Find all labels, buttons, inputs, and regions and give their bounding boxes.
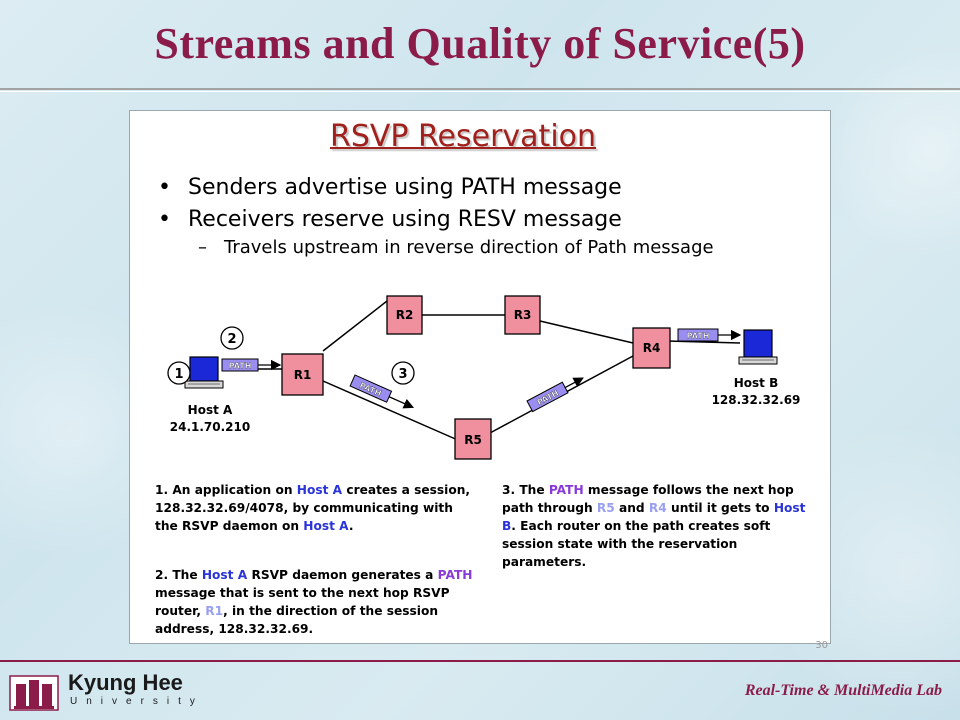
step-badge: 1: [167, 361, 191, 385]
router-r3: R3: [504, 295, 541, 335]
university-crest-icon: [9, 675, 59, 711]
title-divider-highlight: [0, 91, 960, 92]
step-2-caption: 2. The Host A RSVP daemon generates a PA…: [155, 568, 473, 636]
svg-text:3: 3: [398, 367, 407, 382]
bullet-dot-icon: •: [158, 207, 171, 232]
router-label: R4: [643, 341, 661, 355]
step-3-caption: 3. The PATH message follows the next hop…: [502, 483, 806, 569]
rsvp-heading: RSVP Reservation: [330, 119, 597, 154]
router-label: R1: [294, 368, 312, 382]
step-badge: 2: [220, 326, 244, 350]
host-b-label: Host B: [734, 376, 779, 390]
logo-subtitle: University: [70, 696, 204, 707]
path-message-hosta: PATH: [221, 358, 282, 372]
path-highlight: PATH: [437, 568, 473, 582]
path-message-r5-r4: PATH: [526, 377, 584, 413]
svg-text:1: 1: [174, 367, 183, 382]
router-label: R5: [464, 433, 482, 447]
router-label: R2: [396, 308, 414, 322]
footer-divider: [0, 660, 960, 662]
path-message-r4-hostb: PATH: [677, 328, 742, 342]
step-badge: 3: [391, 361, 415, 385]
bullet-item: • Senders advertise using PATH message: [158, 175, 622, 200]
bullet-dot-icon: •: [158, 175, 171, 200]
host-a-ip: 24.1.70.210: [170, 420, 250, 434]
host-a-label: Host A: [188, 403, 233, 417]
slide-title: Streams and Quality of Service(5): [154, 19, 806, 68]
router-highlight: R5: [596, 501, 615, 515]
bullet-text: Senders advertise using PATH message: [188, 175, 622, 200]
sub-bullet-text: Travels upstream in reverse direction of…: [224, 237, 714, 258]
host-highlight: Host B: [502, 501, 806, 533]
logo-name: Kyung Hee: [68, 670, 183, 695]
step-1-caption: 1. An application on Host A creates a se…: [155, 483, 471, 533]
svg-text:PATH: PATH: [229, 362, 252, 371]
university-logo: Kyung Hee University: [8, 670, 208, 714]
router-label: R3: [514, 308, 532, 322]
background-decoration: [820, 40, 960, 260]
host-highlight: Host A: [296, 483, 343, 497]
bullet-item: • Receivers reserve using RESV message: [158, 207, 622, 232]
link-r1-r5: [322, 380, 461, 442]
host-b-ip: 128.32.32.69: [712, 393, 801, 407]
path-highlight: PATH: [548, 483, 584, 497]
host-highlight: Host A: [303, 519, 349, 533]
router-r2: R2: [386, 295, 423, 335]
svg-text:2: 2: [227, 332, 236, 347]
router-highlight: R4: [648, 501, 667, 515]
router-r4: R4: [632, 327, 671, 369]
rsvp-network-diagram: R1 R2 R3 R4 R5 Host A 24.1.70.210: [167, 295, 801, 460]
bullet-text: Receivers reserve using RESV message: [188, 207, 622, 232]
svg-text:PATH: PATH: [687, 332, 710, 341]
network-links: [256, 300, 741, 442]
router-r1: R1: [281, 353, 324, 396]
computer-icon: [738, 329, 778, 365]
router-r5: R5: [454, 418, 492, 460]
host-highlight: Host A: [201, 568, 248, 582]
computer-icon: [184, 356, 224, 389]
dash-icon: –: [198, 237, 207, 258]
link-r1-r2: [322, 300, 388, 352]
slide-number: 30: [815, 640, 828, 651]
title-divider: [0, 88, 960, 90]
link-r3-r4: [539, 320, 634, 344]
footer-lab-name: Real-Time & MultiMedia Lab: [744, 682, 942, 699]
router-highlight: R1: [205, 604, 224, 618]
content-panel: RSVP Reservation • Senders advertise usin…: [129, 110, 831, 651]
sub-bullet-item: –Travels upstream in reverse direction o…: [198, 237, 714, 258]
